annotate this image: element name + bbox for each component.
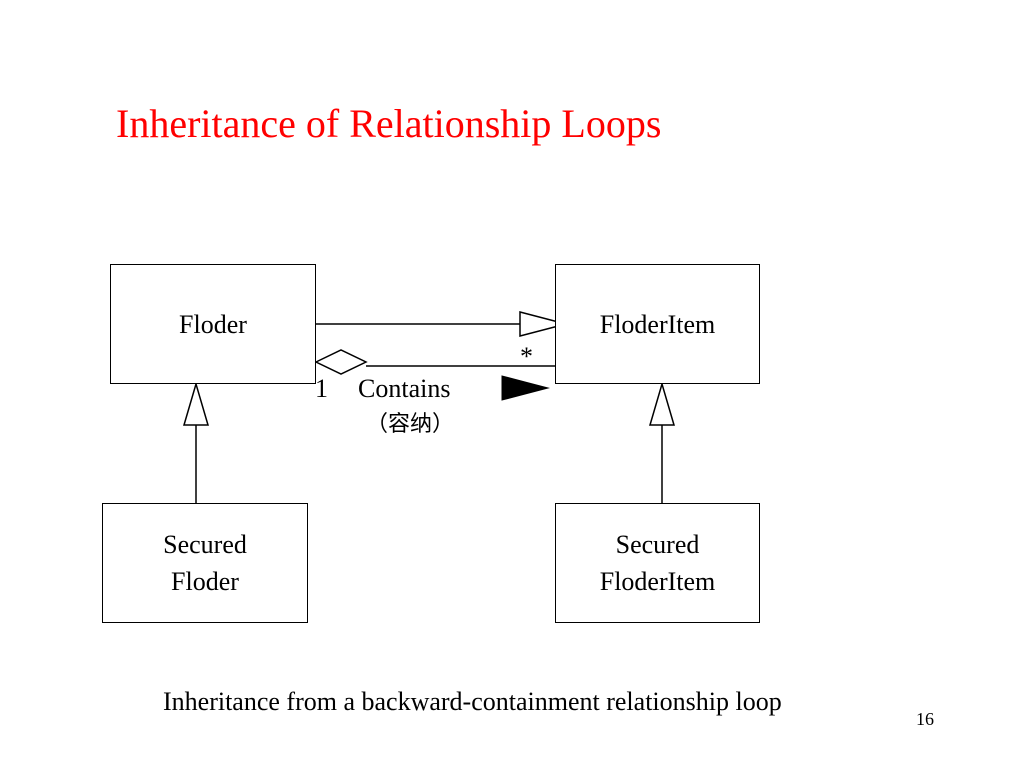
association-name: Contains <box>358 374 451 403</box>
class-name-line: Secured <box>615 530 700 559</box>
slide-caption: Inheritance from a backward-containment … <box>163 687 782 716</box>
hollow-triangle-arrowhead <box>648 381 676 426</box>
source-multiplicity: 1 <box>315 374 328 403</box>
class-name-floder: Floder <box>179 309 247 339</box>
class-name-line: Floder <box>171 567 239 596</box>
generalization-securedfloderitem-to-floderitem <box>648 381 676 503</box>
slide-title: Inheritance of Relationship Loops <box>116 101 662 146</box>
target-multiplicity: * <box>520 342 533 371</box>
aggregation-diamond <box>314 349 368 375</box>
class-box-floderitem: FloderItem <box>555 264 760 384</box>
page-number: 16 <box>916 709 934 729</box>
class-box-secured-floder: Secured Floder <box>102 503 308 623</box>
association-name-chinese: （容纳） <box>366 412 455 437</box>
class-box-secured-floderitem: Secured FloderItem <box>555 503 760 623</box>
generalization-floder-to-floderitem <box>316 311 569 337</box>
class-name-line: FloderItem <box>599 567 716 596</box>
generalization-securedfloder-to-floder <box>182 381 210 503</box>
class-name-floderitem: FloderItem <box>599 309 716 339</box>
class-name-secured-floderitem: Secured FloderItem <box>600 526 716 600</box>
class-name-line: Secured <box>163 530 247 559</box>
class-box-floder: Floder <box>110 264 316 384</box>
class-name-secured-floder: Secured Floder <box>163 526 247 600</box>
hollow-triangle-arrowhead <box>182 381 210 426</box>
direction-arrow <box>501 375 550 401</box>
